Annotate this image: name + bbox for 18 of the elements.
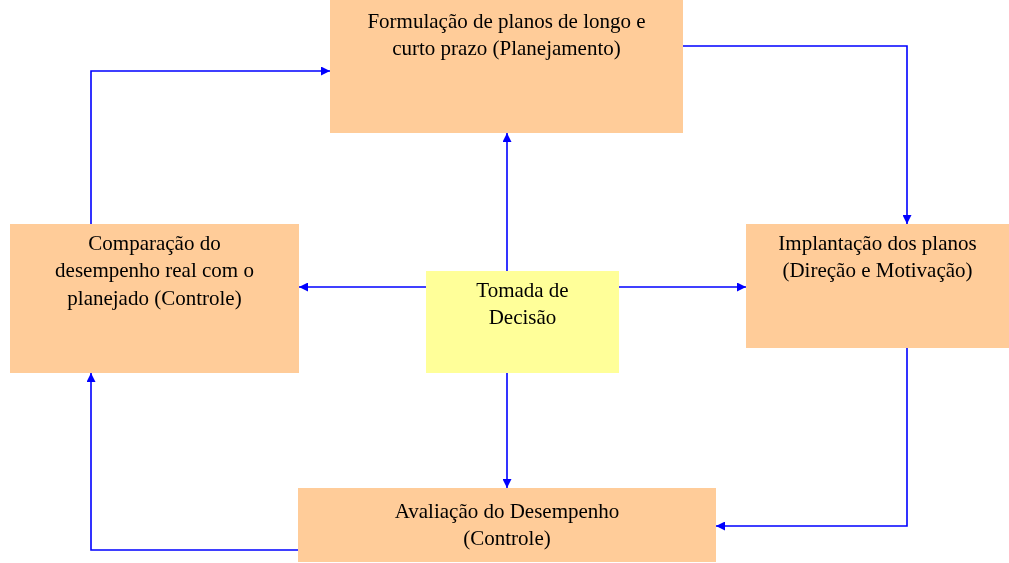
decision-box xyxy=(426,271,619,373)
process-box xyxy=(298,488,716,562)
process-box xyxy=(746,224,1009,348)
box-label: Comparação do desempenho real com o planejado (Controle) xyxy=(54,230,255,312)
box-label: Tomada de Decisão xyxy=(475,277,570,332)
arrow xyxy=(502,132,512,272)
arrow xyxy=(682,45,912,225)
arrow xyxy=(90,66,331,225)
arrow xyxy=(86,372,299,551)
box-label: Implantação dos planos (Direção e Motivação) xyxy=(777,230,978,285)
arrow xyxy=(502,372,512,489)
process-box xyxy=(10,224,299,373)
box-label: Avaliação do Desempenho (Controle) xyxy=(393,497,621,552)
arrow xyxy=(618,282,747,292)
process-box xyxy=(330,0,683,133)
box-label: Formulação de planos de longo e curto prazo (Planejamento) xyxy=(366,8,647,63)
arrow xyxy=(715,347,908,531)
arrow xyxy=(298,282,427,292)
